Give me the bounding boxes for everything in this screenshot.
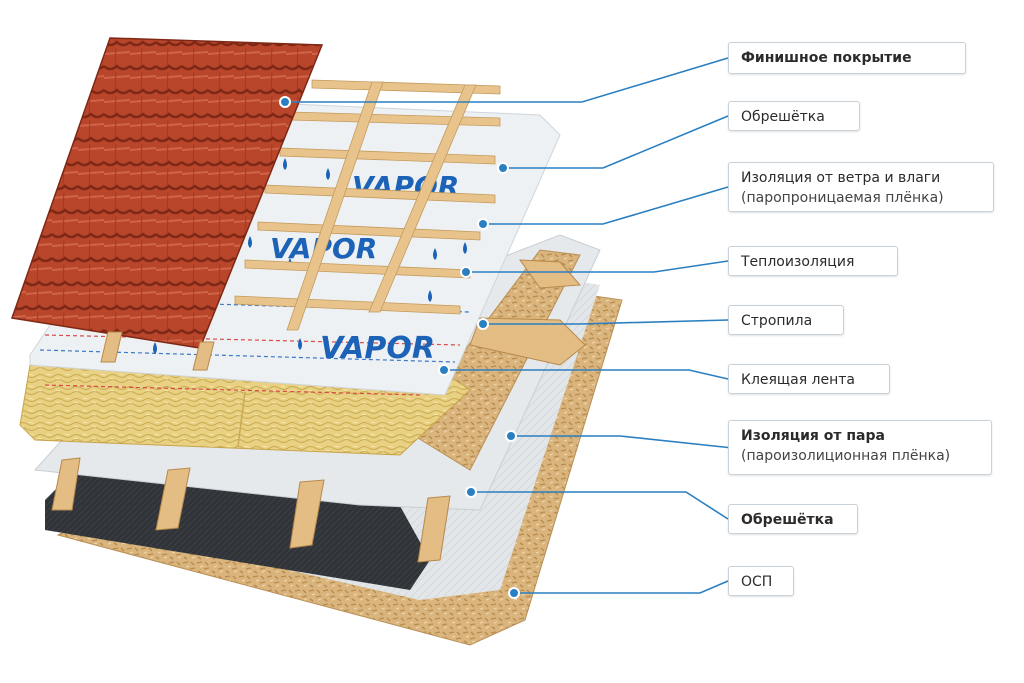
roof-tiles bbox=[10, 37, 324, 349]
label-finish-coating: Финишное покрытие bbox=[728, 42, 966, 74]
label-wind-moisture-insulation: Изоляция от ветра и влаги (паропроницаема… bbox=[728, 162, 994, 212]
leader-dot-batten-top bbox=[497, 162, 509, 174]
label-text: Обрешётка bbox=[741, 109, 825, 125]
membrane-brand-3: VAPOR bbox=[320, 331, 435, 366]
label-adhesive-tape: Клеящая лента bbox=[728, 364, 890, 394]
tile-battens bbox=[100, 331, 215, 371]
label-thermal-insulation: Теплоизоляция bbox=[728, 246, 898, 276]
osb-upper bbox=[404, 249, 581, 471]
leader-line-thermal-insulation bbox=[466, 260, 729, 273]
leader-dot-rafters bbox=[477, 318, 489, 330]
leader-dot-vapor-insulation bbox=[505, 430, 517, 442]
leader-lines bbox=[279, 57, 729, 599]
label-text: Изоляция от ветра и влаги bbox=[741, 170, 941, 186]
leader-line-rafters bbox=[483, 319, 729, 325]
rafters bbox=[51, 259, 586, 563]
leader-line-adhesive-tape bbox=[444, 369, 729, 380]
leader-line-finish-coating bbox=[285, 57, 729, 103]
leader-dot-osb bbox=[508, 587, 520, 599]
top-battens bbox=[234, 79, 501, 331]
label-text: ОСП bbox=[741, 574, 773, 590]
leader-line-batten-top bbox=[503, 115, 729, 169]
leader-line-wind-moisture-insulation bbox=[483, 186, 729, 225]
water-drop-icons bbox=[153, 158, 467, 354]
label-text: Стропила bbox=[741, 313, 813, 329]
leader-line-osb bbox=[514, 580, 729, 594]
label-text: Изоляция от пара bbox=[741, 428, 885, 444]
leader-line-batten-bottom bbox=[471, 491, 729, 520]
label-batten-top: Обрешётка bbox=[728, 101, 860, 131]
label-text: Финишное покрытие bbox=[741, 50, 912, 66]
label-rafters: Стропила bbox=[728, 305, 844, 335]
label-text: Клеящая лента bbox=[741, 372, 856, 388]
leader-dot-adhesive-tape bbox=[438, 364, 450, 376]
leader-line-vapor-insulation bbox=[511, 435, 729, 449]
label-vapor-insulation: Изоляция от пара (пароизолиционная плёнка… bbox=[728, 420, 992, 475]
label-osb: ОСП bbox=[728, 566, 794, 596]
leader-dot-thermal-insulation bbox=[460, 266, 472, 278]
leader-dot-batten-bottom bbox=[465, 486, 477, 498]
label-batten-bottom: Обрешётка bbox=[728, 504, 858, 534]
label-subtext: (пароизолиционная плёнка) bbox=[741, 448, 951, 464]
label-text: Обрешётка bbox=[741, 512, 834, 528]
label-subtext: (паропроницаемая плёнка) bbox=[741, 190, 944, 206]
label-text: Теплоизоляция bbox=[741, 254, 855, 270]
leader-dot-wind-moisture-insulation bbox=[477, 218, 489, 230]
leader-dot-finish-coating bbox=[279, 96, 291, 108]
